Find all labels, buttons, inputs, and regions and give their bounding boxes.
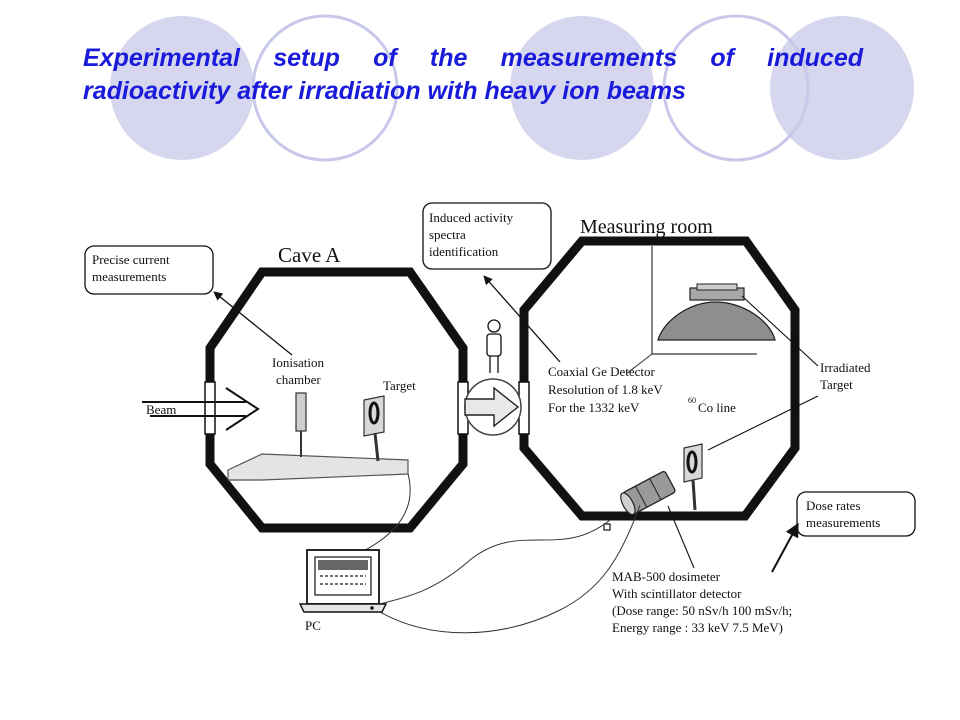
dosimeter-line4: Energy range : 33 keV 7.5 MeV)	[612, 620, 783, 635]
irradiated-target-line1: Irradiated	[820, 360, 871, 375]
pointer-ionisation-to-callout	[213, 291, 293, 356]
target-table	[227, 453, 409, 481]
beam-entrance-window	[204, 381, 216, 435]
title-line-2: radioactivity after irradiation with hea…	[83, 77, 686, 105]
callout-dose-rates	[796, 491, 916, 537]
dosimeter-line2: With scintillator detector	[612, 586, 742, 601]
irradiated-target-holder	[683, 443, 703, 511]
person-icon	[486, 319, 502, 373]
cable-dosimeter-to-pc	[379, 504, 641, 634]
ge-detector-line3-tail: Co line	[698, 400, 736, 415]
ionisation-chamber	[295, 392, 307, 432]
deco-circle-1	[110, 16, 254, 160]
deco-circle-5	[770, 16, 914, 160]
pointer-irradiated-target-lower	[707, 395, 819, 451]
cable-detector-to-pc	[379, 519, 611, 605]
callout-precise-current-line2: measurements	[92, 269, 166, 284]
pointer-dosimeter-to-callout	[771, 522, 799, 573]
ionisation-chamber-label-2: chamber	[276, 372, 321, 387]
dosimeter-line3: (Dose range: 50 nSv/h 100 mSv/h;	[612, 603, 792, 618]
slide-title: Experimental setup of the measurements o…	[83, 42, 863, 108]
beam-arrow	[142, 387, 260, 431]
callout-induced-activity-line3: identification	[429, 244, 499, 259]
title-line-1: Experimental setup of the measurements o…	[83, 44, 863, 72]
target-label: Target	[383, 378, 416, 393]
pointer-irradiated-target-upper	[741, 295, 819, 367]
callout-induced-activity	[422, 202, 552, 270]
cave-a-wall	[205, 267, 468, 533]
ge-detector-line3: For the 1332 keV	[548, 400, 640, 415]
measuring-room-label: Measuring room	[580, 216, 713, 238]
callout-precise-current-line1: Precise current	[92, 252, 170, 267]
deco-circle-2	[251, 14, 399, 162]
cable-port	[603, 523, 611, 531]
callout-induced-activity-line2: spectra	[429, 227, 466, 242]
cave-a-label: Cave A	[278, 243, 341, 267]
dosimeter-line1: MAB-500 dosimeter	[612, 569, 721, 584]
ge-detector-icon	[625, 246, 776, 375]
callout-dose-rates-line1: Dose rates	[806, 498, 861, 513]
target-holder	[363, 395, 385, 462]
beam-label: Beam	[146, 402, 176, 417]
pointer-dosimeter-label	[667, 505, 695, 569]
measuring-room-wall	[519, 236, 800, 521]
dosimeter-icon	[620, 471, 676, 516]
pc-label: PC	[305, 618, 321, 633]
ge-detector-superscript: 60	[688, 396, 696, 405]
callout-induced-activity-line1: Induced activity	[429, 210, 514, 225]
transfer-arrow-icon	[464, 378, 522, 436]
callout-precise-current	[84, 245, 214, 295]
callout-dose-rates-line2: measurements	[806, 515, 880, 530]
deco-circle-3	[510, 16, 654, 160]
cable-ionisation-to-pc	[344, 473, 411, 561]
irradiated-target-line2: Target	[820, 377, 853, 392]
ge-detector-line2: Resolution of 1.8 keV	[548, 382, 663, 397]
ionisation-chamber-label-1: Ionisation	[272, 355, 324, 370]
ge-detector-line1: Coaxial Ge Detector	[548, 364, 656, 379]
computer-icon	[298, 549, 388, 613]
pointer-ge-to-callout	[483, 275, 561, 363]
